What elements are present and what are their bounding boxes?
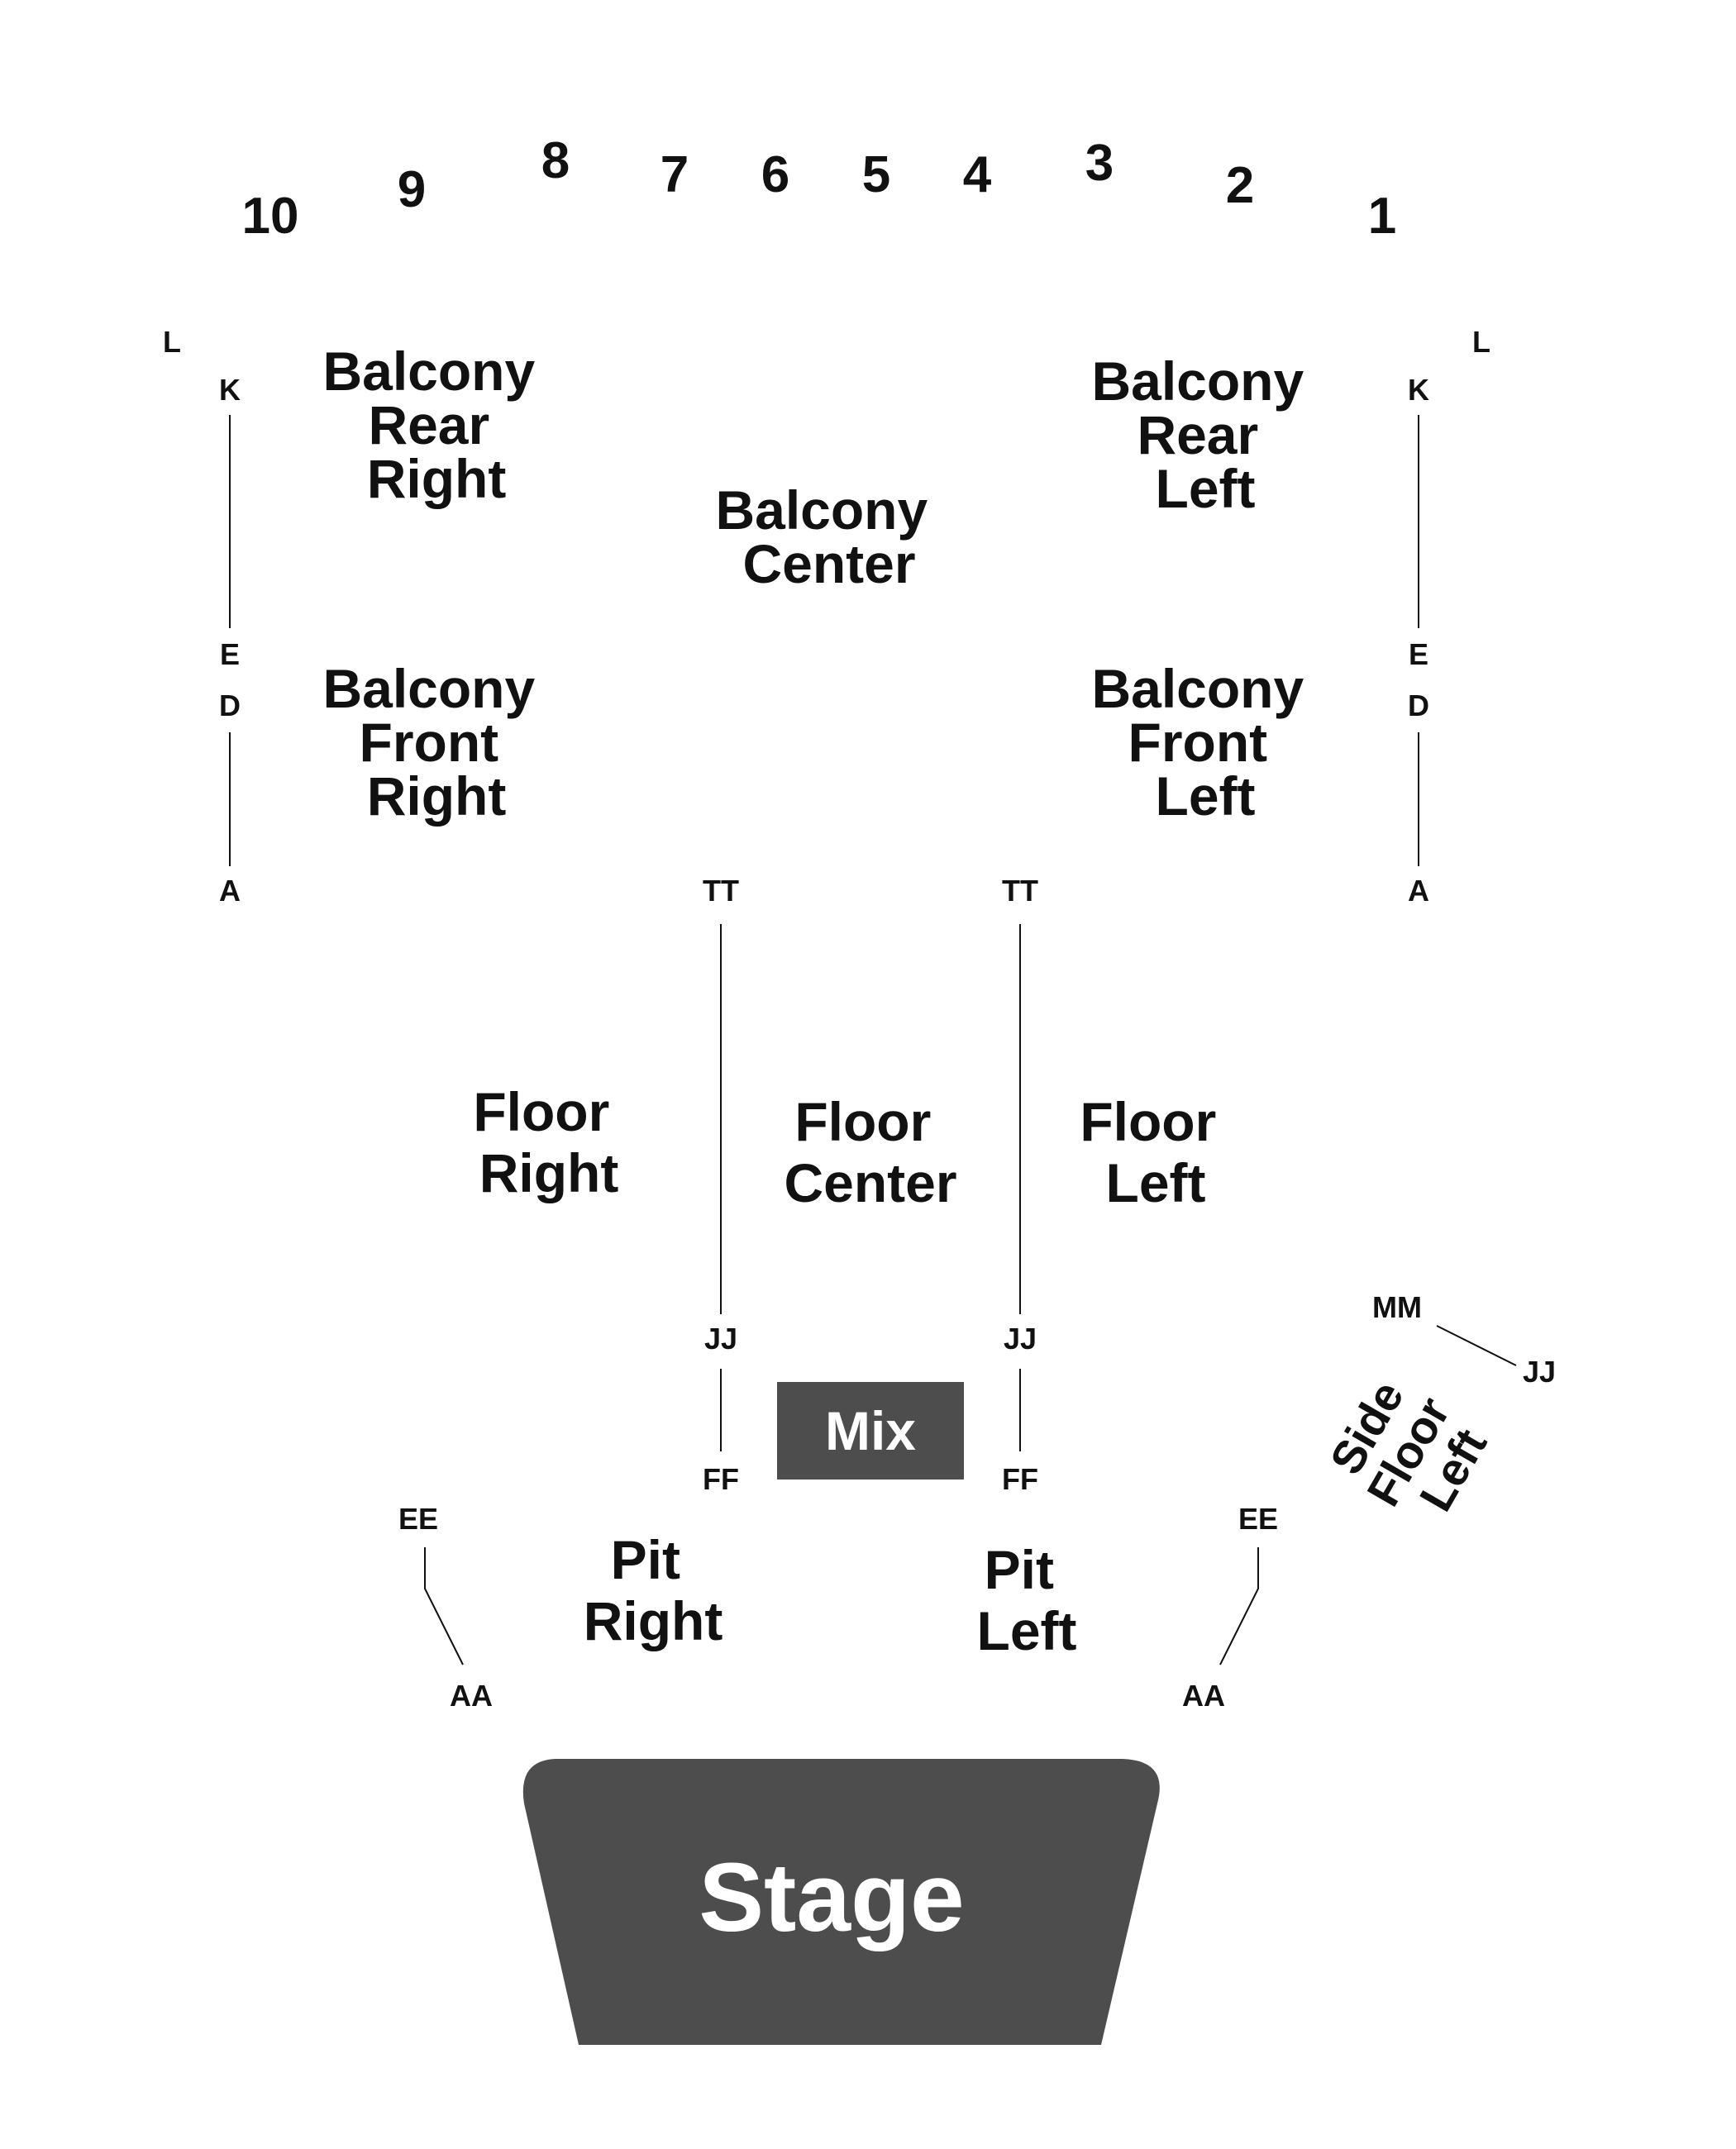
column-number-4: 4 bbox=[963, 146, 992, 203]
section-line: Pit bbox=[985, 1539, 1054, 1600]
section-line: Left bbox=[1156, 765, 1256, 827]
section-line: Right bbox=[584, 1590, 723, 1651]
svg-text:Side Floor Left: Side Floor Left bbox=[1315, 1353, 1508, 1538]
section-line: Left bbox=[977, 1600, 1077, 1661]
section-line: Center bbox=[784, 1152, 956, 1213]
floor-left-aisle-rows: TT JJ FF bbox=[1002, 874, 1038, 1496]
section-line: Floor bbox=[794, 1091, 931, 1152]
section-line: Center bbox=[742, 533, 915, 594]
section-line: Pit bbox=[611, 1529, 680, 1590]
row-label-jj: JJ bbox=[704, 1322, 737, 1356]
column-number-7: 7 bbox=[661, 146, 689, 203]
section-line: Right bbox=[367, 765, 507, 827]
row-label-tt: TT bbox=[1002, 874, 1038, 908]
column-number-8: 8 bbox=[541, 132, 570, 189]
row-label-mm: MM bbox=[1372, 1290, 1422, 1324]
column-number-3: 3 bbox=[1085, 135, 1114, 192]
section-side-floor-left[interactable]: Side Floor Left bbox=[1315, 1353, 1508, 1538]
section-pit-left[interactable]: Pit Left bbox=[977, 1539, 1077, 1661]
section-line: Balcony bbox=[1091, 658, 1304, 719]
row-label-e: E bbox=[1409, 637, 1428, 671]
row-label-l: L bbox=[163, 325, 181, 359]
row-label-tt: TT bbox=[703, 874, 739, 908]
section-floor-center[interactable]: Floor Center bbox=[784, 1091, 956, 1213]
stage bbox=[522, 1759, 1160, 2045]
section-balcony-rear-right[interactable]: Balcony Rear Right bbox=[322, 341, 550, 509]
section-line: Floor bbox=[1080, 1091, 1216, 1152]
column-number-9: 9 bbox=[398, 161, 426, 218]
section-line: Right bbox=[367, 448, 507, 509]
section-line: Rear bbox=[1137, 404, 1258, 465]
section-balcony-front-right[interactable]: Balcony Front Right bbox=[322, 658, 550, 827]
column-number-5: 5 bbox=[862, 146, 890, 203]
section-line: Right bbox=[479, 1142, 619, 1203]
section-floor-right[interactable]: Floor Right bbox=[473, 1081, 624, 1203]
row-label-k: K bbox=[219, 373, 241, 407]
row-label-k: K bbox=[1408, 373, 1429, 407]
row-line-ee-aa-left bbox=[1219, 1547, 1259, 1665]
section-line: Floor bbox=[473, 1081, 609, 1142]
row-label-jj: JJ bbox=[1004, 1322, 1037, 1356]
side-floor-rows: MM JJ bbox=[1372, 1290, 1556, 1389]
pit-right-edge-rows: EE AA bbox=[398, 1502, 493, 1713]
section-balcony-front-left[interactable]: Balcony Front Left bbox=[1091, 658, 1319, 827]
section-line: Left bbox=[1106, 1152, 1206, 1213]
row-label-aa: AA bbox=[1182, 1679, 1225, 1713]
column-number-10: 10 bbox=[242, 188, 299, 245]
row-label-ee: EE bbox=[398, 1502, 438, 1536]
row-label-ff: FF bbox=[703, 1462, 739, 1496]
section-pit-right[interactable]: Pit Right bbox=[584, 1529, 723, 1651]
row-label-ee: EE bbox=[1238, 1502, 1278, 1536]
section-line: Balcony bbox=[322, 658, 535, 719]
balcony-right-rows: L K E D A bbox=[163, 325, 241, 908]
section-line: Balcony bbox=[322, 341, 535, 402]
row-label-a: A bbox=[1408, 874, 1429, 908]
balcony-left-rows: L K E D A bbox=[1408, 325, 1490, 908]
row-label-e: E bbox=[220, 637, 240, 671]
section-line: Balcony bbox=[1091, 350, 1304, 412]
section-line: Rear bbox=[368, 394, 489, 455]
section-line: Front bbox=[360, 712, 499, 773]
row-label-d: D bbox=[1408, 689, 1429, 722]
section-line: Front bbox=[1128, 712, 1268, 773]
mix-booth[interactable] bbox=[777, 1382, 964, 1480]
row-line-ee-aa-right bbox=[424, 1547, 464, 1665]
mix-label: Mix bbox=[825, 1400, 916, 1461]
column-numbers: 10 9 8 7 6 5 4 3 2 1 bbox=[242, 132, 1397, 245]
row-line-mm-jj-side bbox=[1436, 1325, 1517, 1366]
row-label-a: A bbox=[219, 874, 241, 908]
row-label-aa: AA bbox=[450, 1679, 493, 1713]
floor-right-aisle-rows: TT JJ FF bbox=[703, 874, 739, 1496]
row-label-ff: FF bbox=[1002, 1462, 1038, 1496]
section-floor-left[interactable]: Floor Left bbox=[1080, 1091, 1231, 1213]
column-number-1: 1 bbox=[1368, 188, 1396, 245]
section-balcony-rear-left[interactable]: Balcony Rear Left bbox=[1091, 350, 1319, 519]
row-label-d: D bbox=[219, 689, 241, 722]
section-line: Balcony bbox=[715, 479, 928, 541]
section-line: Left bbox=[1156, 458, 1256, 519]
row-label-l: L bbox=[1472, 325, 1490, 359]
stage-label: Stage bbox=[699, 1843, 964, 1952]
column-number-2: 2 bbox=[1226, 157, 1254, 214]
section-balcony-center[interactable]: Balcony Center bbox=[715, 479, 942, 594]
pit-left-edge-rows: EE AA bbox=[1182, 1502, 1278, 1713]
row-label-jj: JJ bbox=[1523, 1355, 1556, 1389]
column-number-6: 6 bbox=[761, 146, 789, 203]
